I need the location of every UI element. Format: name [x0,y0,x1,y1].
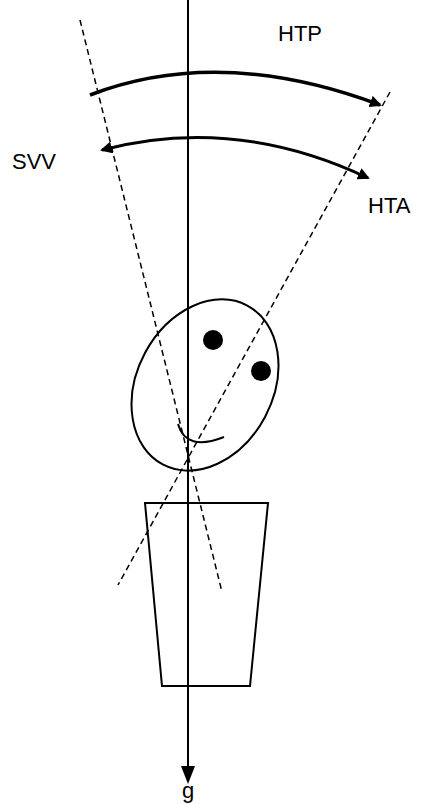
angle-label: HTP [278,23,322,45]
angle-label: HTA [368,195,410,217]
gravity-label: g [182,780,194,802]
htp-arc [90,72,380,105]
gravity-line [187,0,189,768]
svv-hta-arc [102,138,368,179]
head-axis-line [118,92,390,585]
svv-line [80,20,222,592]
eye [251,361,271,381]
head-outline [103,274,308,497]
body-outline [145,503,268,686]
angle-label: SVV [12,151,56,173]
eye [203,330,223,350]
mouth [178,424,224,442]
